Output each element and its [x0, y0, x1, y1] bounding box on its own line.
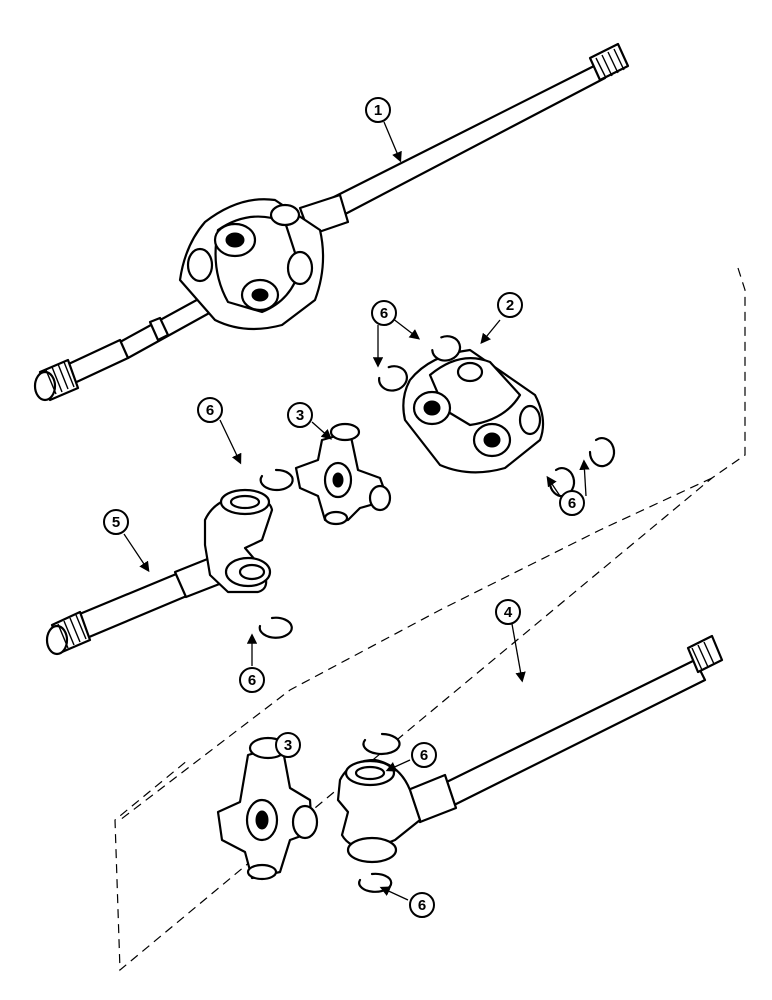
callout-label: 3 [284, 737, 292, 754]
double-cardan-coupler-yoke [402, 348, 545, 474]
callout-6: 6 [559, 490, 585, 516]
callout-label: 6 [206, 402, 214, 419]
callout-2: 2 [497, 292, 523, 318]
universal-joint-cross [294, 422, 392, 526]
callout-1: 1 [365, 97, 391, 123]
callout-label: 6 [418, 897, 426, 914]
callout-6: 6 [371, 300, 397, 326]
callout-3: 3 [275, 732, 301, 758]
callout-label: 2 [506, 297, 514, 314]
callout-label: 6 [568, 495, 576, 512]
callout-label: 3 [296, 407, 304, 424]
leader-lines [123, 121, 590, 901]
outer-axle-shaft [336, 634, 724, 864]
callout-3: 3 [287, 402, 313, 428]
callout-6: 6 [409, 892, 435, 918]
callout-6: 6 [411, 742, 437, 768]
assembly-guide-line [119, 477, 713, 821]
callout-label: 4 [504, 604, 513, 621]
callout-label: 5 [112, 514, 120, 531]
universal-joint-cross [216, 736, 319, 881]
axle-shaft-assembly [33, 42, 630, 402]
snap-ring [258, 335, 616, 893]
inner-axle-shaft [45, 488, 274, 656]
callout-4: 4 [495, 599, 521, 625]
callout-label: 6 [420, 747, 428, 764]
callout-6: 6 [239, 667, 265, 693]
callout-6: 6 [197, 397, 223, 423]
callout-label: 6 [248, 672, 256, 689]
callout-5: 5 [103, 509, 129, 535]
callout-label: 1 [374, 102, 382, 119]
callout-label: 6 [380, 305, 388, 322]
